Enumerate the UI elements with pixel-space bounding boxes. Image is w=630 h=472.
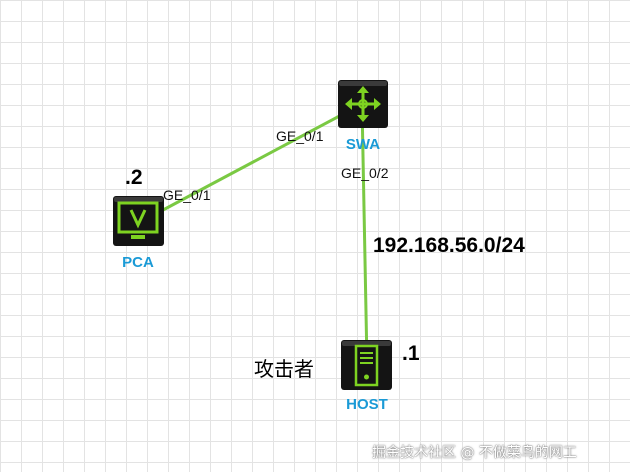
host-label: HOST: [346, 396, 388, 413]
pc-port-ge0-1-label: GE_0/1: [163, 187, 211, 203]
switch-port-ge0-2-label: GE_0/2: [341, 165, 389, 181]
host-host-octet: .1: [402, 342, 420, 365]
link-pca-swa[interactable]: [147, 102, 363, 220]
pc-monitor-icon[interactable]: [113, 196, 164, 246]
pc-label: PCA: [122, 254, 154, 271]
pc-host-octet: .2: [125, 166, 143, 189]
watermark-text: 掘金技术社区 @ 不做菜鸟的网工: [372, 445, 577, 461]
link-swa-host[interactable]: [360, 103, 369, 365]
switch-port-ge0-1-label: GE_0/1: [276, 128, 324, 144]
switch-label: SWA: [345, 136, 381, 153]
subnet-label: 192.168.56.0/24: [373, 234, 525, 257]
server-host-icon[interactable]: [341, 340, 392, 390]
switch-router-icon[interactable]: [338, 80, 388, 128]
attacker-label: 攻击者: [254, 357, 314, 381]
